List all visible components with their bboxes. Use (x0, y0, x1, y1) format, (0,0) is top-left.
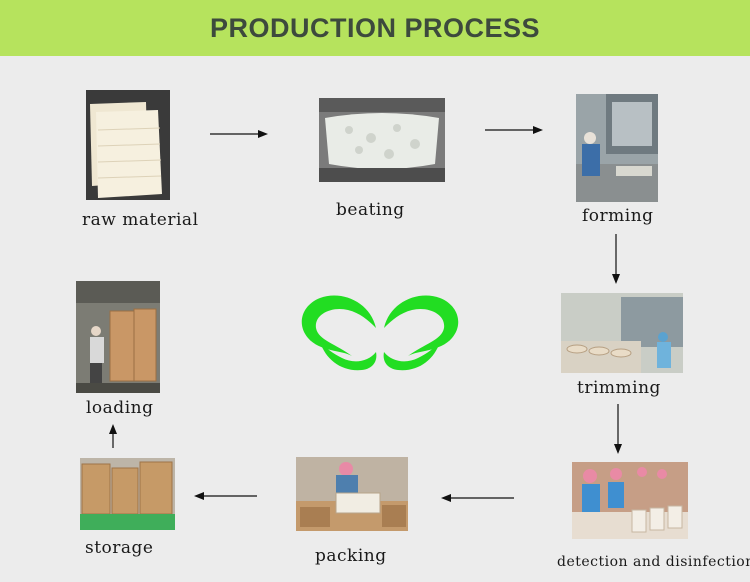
loading-photo (76, 281, 160, 393)
arrow-up (109, 424, 117, 448)
trimming-label: trimming (577, 378, 661, 398)
title-banner: PRODUCTION PROCESS (0, 0, 750, 56)
arrow-right-2 (485, 126, 543, 134)
raw-material-photo (86, 90, 170, 200)
arrow-right-1 (210, 130, 268, 138)
arrow-left-1 (441, 494, 514, 502)
detection-label: detection and disinfection (557, 554, 750, 570)
packing-label: packing (315, 546, 387, 566)
raw-material-label: raw material (82, 210, 199, 230)
forming-label: forming (582, 206, 654, 226)
brand-logo (301, 295, 459, 371)
forming-photo (576, 94, 658, 202)
beating-label: beating (336, 200, 405, 220)
storage-photo (80, 458, 175, 530)
page-title: PRODUCTION PROCESS (209, 12, 541, 43)
arrow-down-1 (612, 234, 620, 284)
loading-label: loading (86, 398, 154, 418)
arrow-down-2 (614, 404, 622, 454)
storage-label: storage (85, 538, 154, 558)
beating-photo (319, 98, 445, 182)
detection-photo (572, 462, 688, 539)
trimming-photo (561, 293, 683, 373)
arrow-left-2 (194, 492, 257, 500)
packing-photo (296, 457, 408, 531)
